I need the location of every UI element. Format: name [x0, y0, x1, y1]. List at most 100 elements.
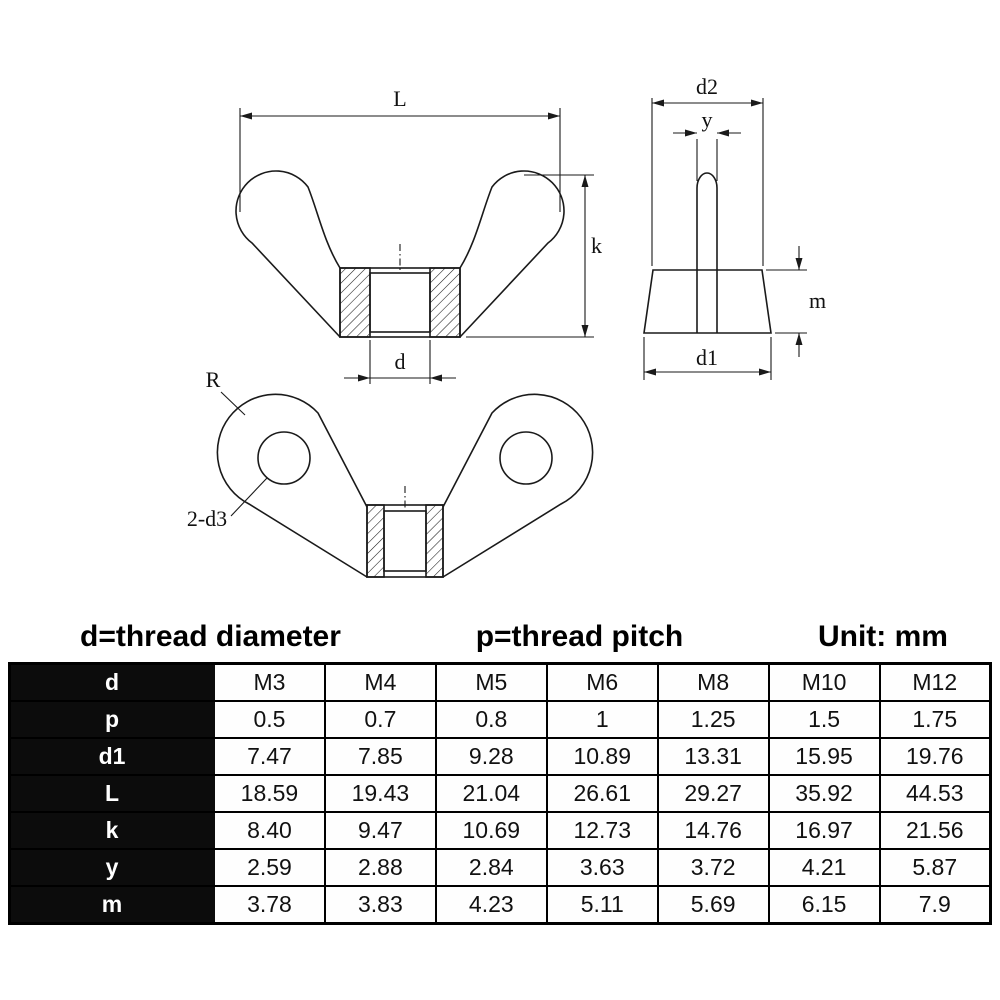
row-label-p: p	[8, 700, 215, 739]
dim-label-y: y	[702, 107, 713, 132]
side-view-drawing	[643, 172, 772, 334]
table-cell: 1.5	[767, 700, 881, 739]
table-cell: 26.61	[545, 774, 659, 813]
caption-unit: Unit: mm	[817, 620, 948, 653]
callout-label-holes: 2-d3	[187, 506, 227, 531]
side-base-outline	[643, 269, 772, 334]
bottom-right-lobe	[442, 393, 594, 578]
row-label-y: y	[8, 848, 215, 887]
caption-thread-diameter: d=thread diameter	[80, 620, 341, 653]
bottom-view-drawing	[216, 393, 594, 578]
table-cell: 7.47	[213, 737, 326, 776]
table-cell: 29.27	[656, 774, 770, 813]
dimension-d1: d1	[643, 337, 772, 380]
dim-label-m: m	[809, 288, 826, 313]
table-cell: M6	[545, 662, 659, 702]
dimension-d2: d2	[651, 74, 764, 266]
table-cell: 0.5	[213, 700, 326, 739]
bottom-left-lobe	[216, 393, 368, 578]
dim-label-k: k	[591, 233, 602, 258]
right-hole	[499, 431, 553, 485]
table-cell: 21.56	[878, 811, 992, 850]
table-cell: 21.04	[434, 774, 548, 813]
table-cell: 3.83	[323, 885, 437, 925]
bottom-hatch-right	[425, 504, 444, 578]
dim-label-d: d	[395, 349, 406, 374]
row-label-d: d	[8, 662, 215, 702]
table-caption: d=thread diameter p=thread pitch Unit: m…	[0, 620, 1000, 658]
table-cell: M5	[434, 662, 548, 702]
table-cell: 0.7	[323, 700, 437, 739]
table-cell: 12.73	[545, 811, 659, 850]
bottom-hatch-left	[366, 504, 385, 578]
table-cell: 15.95	[767, 737, 881, 776]
table-cell: 3.72	[656, 848, 770, 887]
table-cell: 16.97	[767, 811, 881, 850]
dimension-k: k	[466, 174, 602, 338]
row-label-L: L	[8, 774, 215, 813]
callout-label-R: R	[206, 367, 221, 392]
table-cell: 4.23	[434, 885, 548, 925]
dimension-y: y	[673, 107, 741, 181]
table-cell: 5.69	[656, 885, 770, 925]
table-cell: 18.59	[213, 774, 326, 813]
table-cell: M10	[767, 662, 881, 702]
table-cell: 10.89	[545, 737, 659, 776]
left-wing-outline	[235, 170, 341, 338]
table-cell: 1.25	[656, 700, 770, 739]
table-cell: M4	[323, 662, 437, 702]
table-cell: 7.9	[878, 885, 992, 925]
table-cell: 19.43	[323, 774, 437, 813]
table-cell: M8	[656, 662, 770, 702]
front-view-drawing	[235, 170, 565, 338]
table-cell: 13.31	[656, 737, 770, 776]
table-cell: 6.15	[767, 885, 881, 925]
right-wing-outline	[459, 170, 565, 338]
table-cell: 1.75	[878, 700, 992, 739]
dim-label-L: L	[393, 86, 406, 111]
table-cell: 9.47	[323, 811, 437, 850]
table-cell: 14.76	[656, 811, 770, 850]
side-wing-outline	[696, 172, 718, 333]
table-cell: 35.92	[767, 774, 881, 813]
wing-nut-technical-drawing: L k d	[187, 74, 826, 578]
table-cell: 19.76	[878, 737, 992, 776]
dimension-m: m	[766, 246, 826, 357]
row-label-m: m	[8, 885, 215, 925]
callout-R: R	[206, 367, 246, 416]
table-cell: 5.87	[878, 848, 992, 887]
table-cell: 2.88	[323, 848, 437, 887]
table-cell: 1	[545, 700, 659, 739]
table-cell: M12	[878, 662, 992, 702]
dim-label-d2: d2	[696, 74, 718, 99]
row-label-d1: d1	[8, 737, 215, 776]
table-cell: 44.53	[878, 774, 992, 813]
hatch-left	[339, 267, 371, 338]
table-cell: 4.21	[767, 848, 881, 887]
hatch-right	[429, 267, 461, 338]
table-cell: 3.63	[545, 848, 659, 887]
left-hole	[257, 431, 311, 485]
bottom-thread-bore	[383, 510, 427, 572]
table-cell: 2.59	[213, 848, 326, 887]
table-cell: 9.28	[434, 737, 548, 776]
table-cell: 7.85	[323, 737, 437, 776]
table-cell: 3.78	[213, 885, 326, 925]
thread-bore	[369, 272, 431, 333]
dim-label-d1: d1	[696, 345, 718, 370]
table-cell: 5.11	[545, 885, 659, 925]
table-cell: 10.69	[434, 811, 548, 850]
row-label-k: k	[8, 811, 215, 850]
table-cell: 2.84	[434, 848, 548, 887]
table-cell: 0.8	[434, 700, 548, 739]
